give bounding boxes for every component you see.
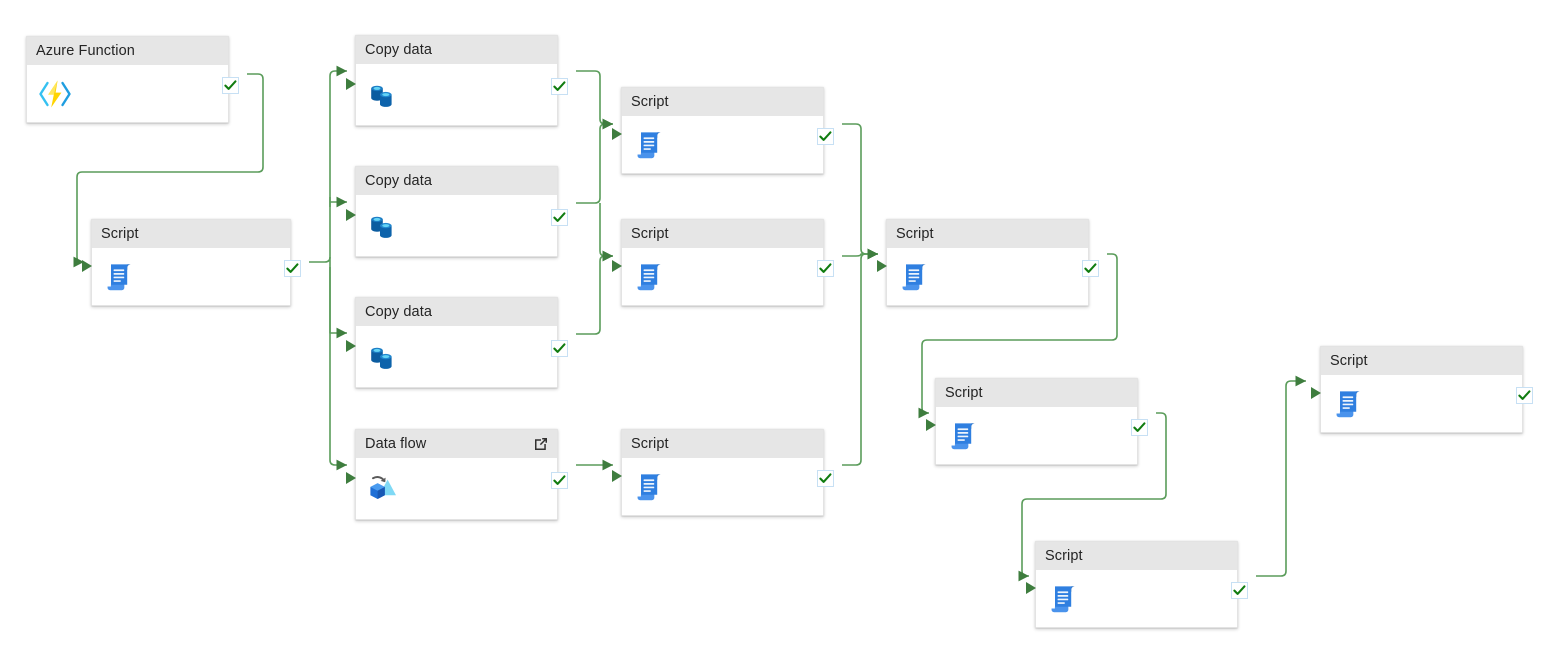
node-body [356,64,557,125]
node-header: Script [622,430,823,458]
node-body [27,65,228,122]
node-type-label: Script [631,436,669,452]
success-check-icon[interactable] [551,77,568,95]
node-type-label: Azure Function [36,43,135,59]
node-header: Script [622,220,823,248]
arrow-head-icon [926,418,936,431]
pipeline-node-script-create-temp-tables[interactable]: Script [82,219,301,306]
node-header: Script [1321,347,1522,375]
node-header: Copy data [356,167,557,195]
copy-data-icon [367,78,401,112]
data-flow-icon [367,472,401,506]
pipeline-node-script-delete-navy-record-unsharepoint-suites[interactable]: Script [612,87,834,174]
pipeline-node-data-flow-leadsdata-csv-to-database[interactable]: Data flow [346,429,568,520]
arrow-head-icon [877,259,887,272]
node-type-label: Copy data [365,304,432,320]
arrow-head-icon [1026,581,1036,594]
pipeline-node-script-create-missing-customers-and[interactable]: Script [1311,346,1533,433]
node-body [622,248,823,305]
arrow-head-icon [612,259,622,272]
node-header: Script [887,220,1088,248]
azure-function-icon [38,77,72,111]
node-body [936,407,1137,464]
arrow-head-icon [346,339,356,352]
arrow-head-icon [346,77,356,90]
success-check-icon[interactable] [1516,386,1533,404]
node-type-label: Script [631,94,669,110]
node-type-label: Script [1330,353,1368,369]
success-check-icon[interactable] [1082,259,1099,277]
node-type-label: Data flow [365,436,427,452]
script-icon [1047,582,1081,616]
script-icon [1332,387,1366,421]
success-check-icon[interactable] [284,259,301,277]
node-type-label: Script [945,385,983,401]
node-header: Copy data [356,36,557,64]
pipeline-node-script-recreate-keys-and-indexes[interactable]: Script [1026,541,1248,628]
node-header: Script [936,379,1137,407]
pipeline-node-script-delete-duplicate-leaddata-records[interactable]: Script [612,429,834,516]
script-icon [947,419,981,453]
node-header: Azure Function [27,37,228,65]
node-type-label: Script [631,226,669,242]
node-header: Script [622,88,823,116]
pipeline-node-script-delete-navy-record-unshared-appts[interactable]: Script [612,219,834,306]
node-body [356,458,557,519]
node-header: Copy data [356,298,557,326]
success-check-icon[interactable] [817,127,834,145]
script-icon [633,128,667,162]
success-check-icon[interactable] [817,259,834,277]
success-check-icon[interactable] [551,208,568,226]
script-icon [633,260,667,294]
node-type-label: Copy data [365,42,432,58]
node-type-label: Copy data [365,173,432,189]
node-body [622,116,823,173]
arrow-head-icon [346,208,356,221]
external-link-icon[interactable] [533,436,549,452]
success-check-icon[interactable] [1231,581,1248,599]
arrow-head-icon [1311,386,1321,399]
copy-data-icon [367,209,401,243]
script-icon [898,260,932,294]
pipeline-node-copy-data-leads-csv-to-database[interactable]: Copy data [346,166,568,257]
success-check-icon[interactable] [222,76,239,94]
arrow-head-icon [346,471,356,484]
pipeline-node-copy-data-table-csv-to-database[interactable]: Copy data [346,35,568,126]
pipeline-node-copy-data-appointments-csv-to-database[interactable]: Copy data [346,297,568,388]
success-check-icon[interactable] [1131,418,1148,436]
node-body [887,248,1088,305]
pipeline-node-script-drop-foreign-keys[interactable]: Script [877,219,1099,306]
node-type-label: Script [101,226,139,242]
pipeline-node-script-drop-tables[interactable]: Script [926,378,1148,465]
success-check-icon[interactable] [551,471,568,489]
node-body [356,195,557,256]
node-header: Script [92,220,290,248]
node-header: Data flow [356,430,557,458]
success-check-icon[interactable] [817,469,834,487]
script-icon [633,470,667,504]
node-body [356,326,557,387]
copy-data-icon [367,340,401,374]
arrow-head-icon [612,127,622,140]
node-header: Script [1036,542,1237,570]
pipeline-node-azure-function-clean-csv[interactable]: Azure Function [26,36,239,123]
arrow-head-icon [82,259,92,272]
node-body [1036,570,1237,627]
arrow-head-icon [612,469,622,482]
node-type-label: Script [1045,548,1083,564]
script-icon [103,260,137,294]
node-body [622,458,823,515]
node-type-label: Script [896,226,934,242]
node-body [92,248,290,305]
success-check-icon[interactable] [551,339,568,357]
node-body [1321,375,1522,432]
